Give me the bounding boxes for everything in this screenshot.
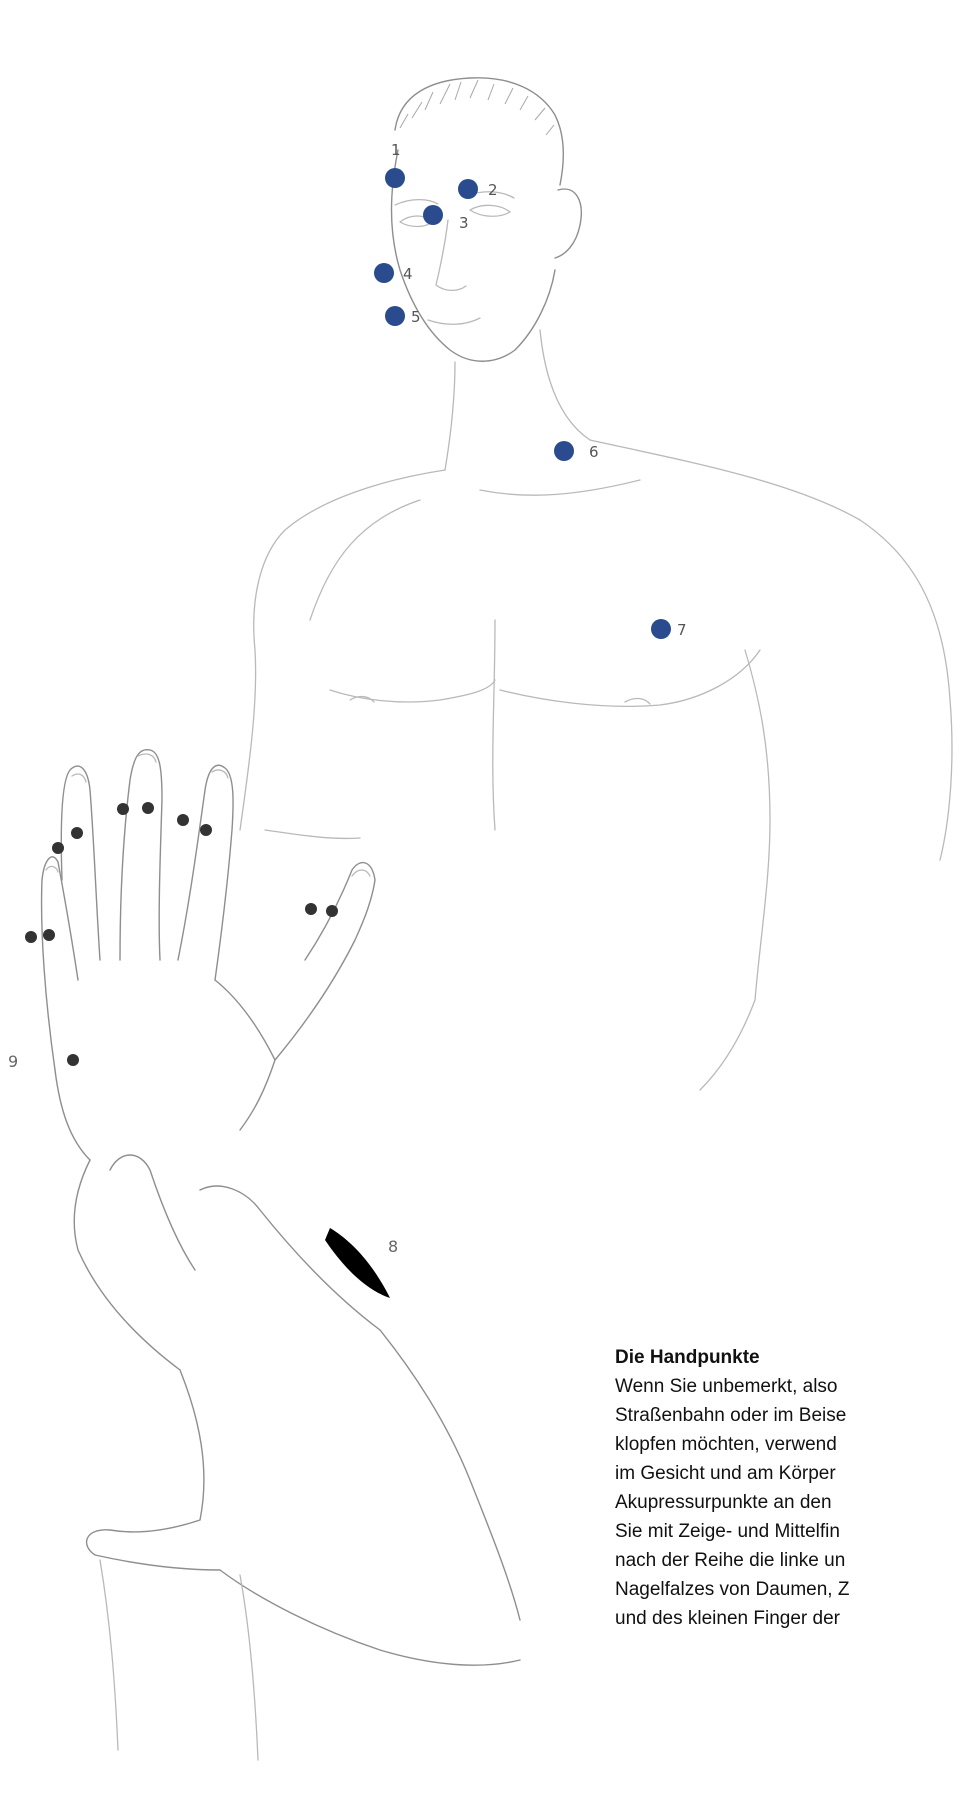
point-7-label: 7 [677,621,687,639]
thumb-nail-point-right [326,905,338,917]
body-line: Nagelfalzes von Daumen, Z [615,1575,961,1604]
point-1-label: 1 [391,141,401,159]
point-4-label: 4 [403,265,413,283]
little-nail-point-right [43,929,55,941]
body-line: Akupressurpunkte an den [615,1488,961,1517]
point-2-dot [458,179,478,199]
section-heading: Die Handpunkte [615,1343,961,1372]
point-5-label: 5 [411,308,421,326]
body-line: Straßenbahn oder im Beise [615,1401,961,1430]
finger-points: 9 [8,802,338,1071]
point-3-label: 3 [459,214,469,232]
point-1-dot [385,168,405,188]
middle-nail-point-right [142,802,154,814]
middle-nail-point-left [117,803,129,815]
torso-sketch [240,78,952,1090]
index-nail-point-right [200,824,212,836]
point-7-dot [651,619,671,639]
point-6-label: 6 [589,443,599,461]
karate-chop-point: 8 [325,1228,398,1298]
body-line: und des kleinen Finger der [615,1604,961,1633]
index-nail-point-left [177,814,189,826]
hand-points-text: Die Handpunkte Wenn Sie unbemerkt, also … [615,1343,961,1633]
point-6-dot [554,441,574,461]
point-3-dot [423,205,443,225]
thumb-nail-point-left [305,903,317,915]
little-nail-point-left [25,931,37,943]
body-line: im Gesicht und am Körper [615,1459,961,1488]
hands-sketch [42,750,520,1760]
body-line: nach der Reihe die linke un [615,1546,961,1575]
body-line: klopfen möchten, verwend [615,1430,961,1459]
point-8-mark [325,1228,390,1298]
body-line: Wenn Sie unbemerkt, also [615,1372,961,1401]
body-line: Sie mit Zeige- und Mittelfin [615,1517,961,1546]
point-4-dot [374,263,394,283]
ring-nail-point-right [71,827,83,839]
point-5-dot [385,306,405,326]
point-9-dot [67,1054,79,1066]
ring-nail-point-left [52,842,64,854]
point-9-label: 9 [8,1052,18,1071]
point-8-label: 8 [388,1237,398,1256]
point-2-label: 2 [488,181,498,199]
